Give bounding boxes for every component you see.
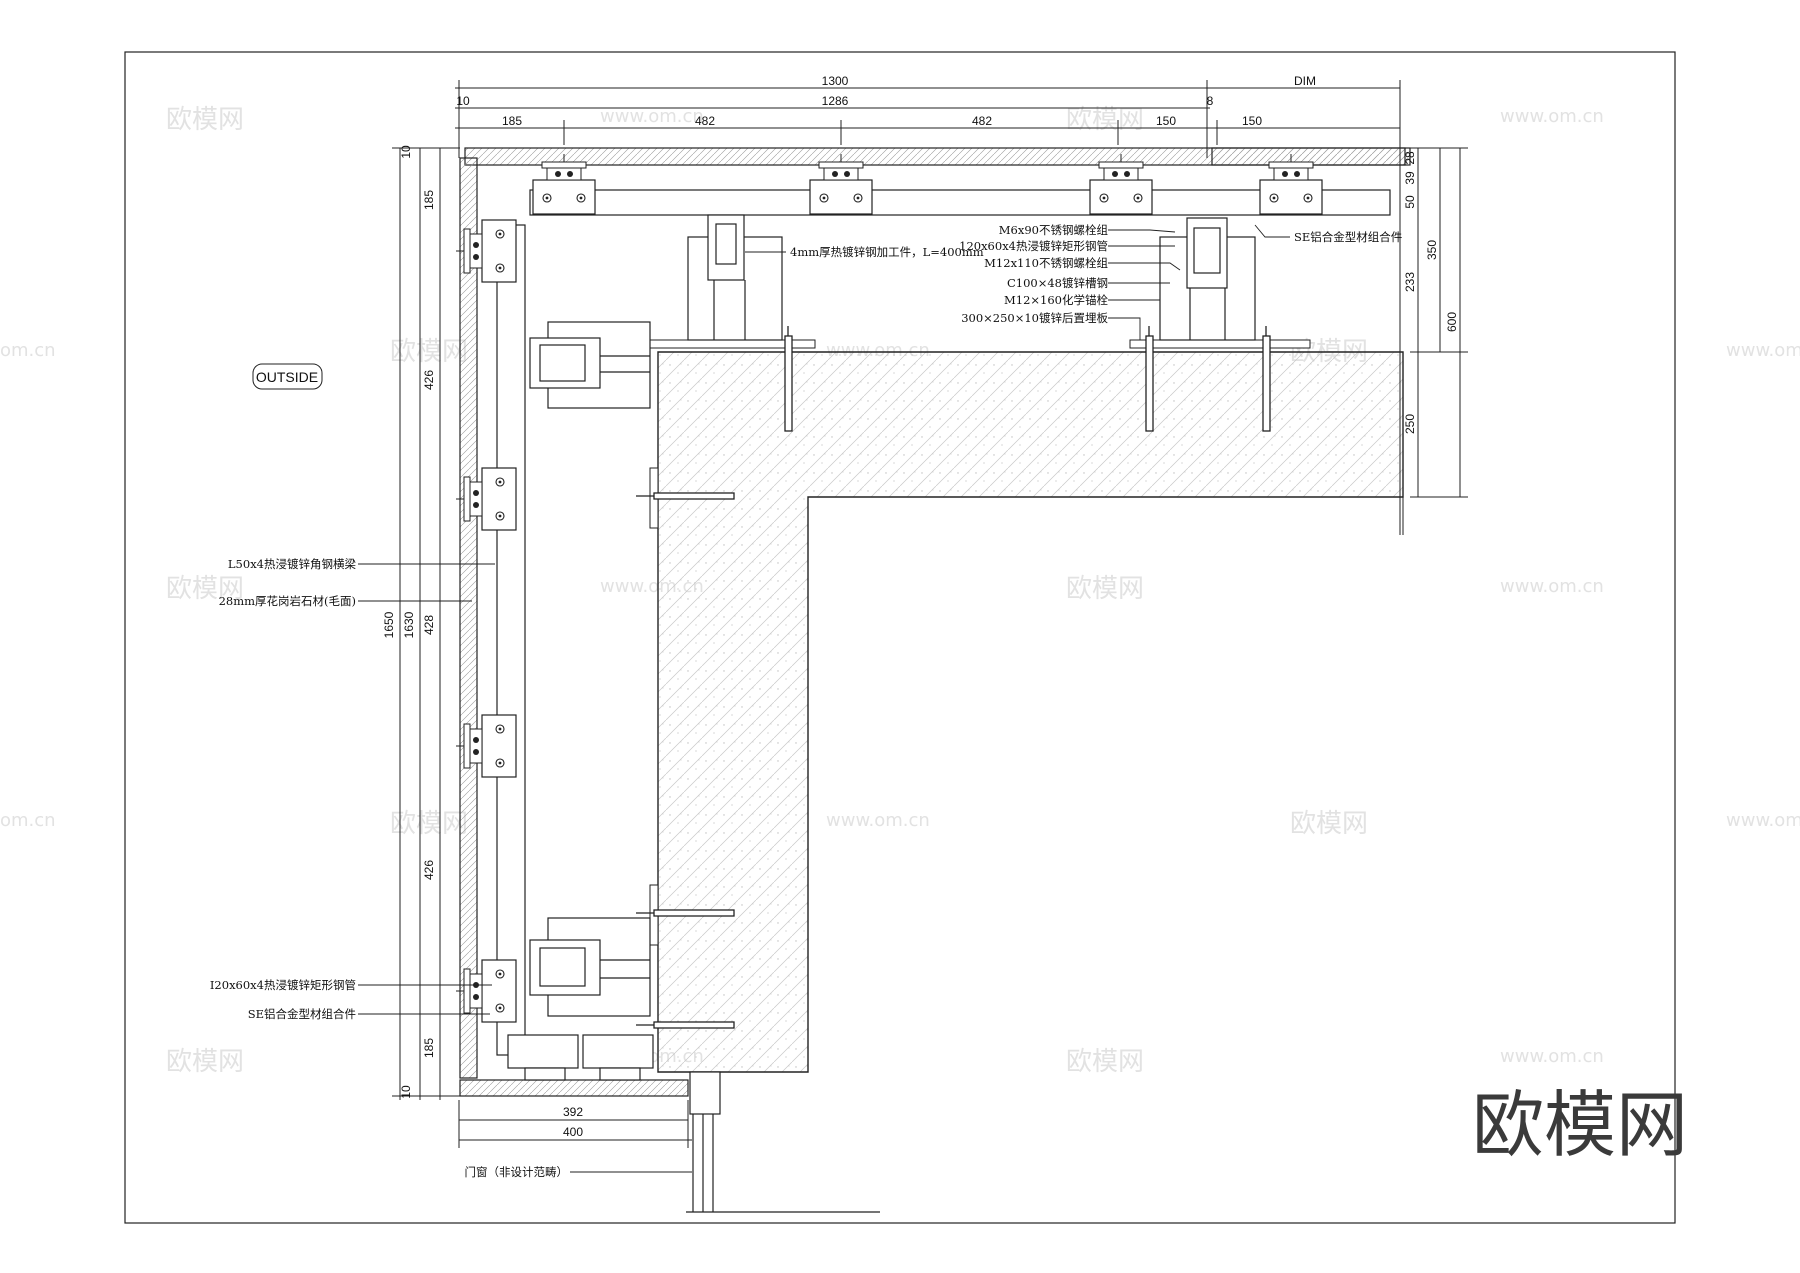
callout-embed-plate: 300×250×10镀锌后置埋板	[961, 311, 1108, 325]
dim-482-a: 482	[695, 114, 715, 128]
dim-dim-label: DIM	[1294, 74, 1316, 88]
dim-426-a: 426	[422, 370, 436, 390]
dim-1630: 1630	[402, 611, 416, 638]
watermark-brand: 欧模网	[1066, 574, 1144, 604]
chemical-anchors	[636, 326, 1271, 1029]
dim-600: 600	[1445, 312, 1459, 332]
concrete-slab	[657, 351, 1404, 1073]
callout-door-window: 门窗（非设计范畴）	[465, 1165, 569, 1179]
callout-plate-4mm: 4mm厚热镀锌钢加工件，L=400mm	[790, 245, 984, 259]
bottom-return-brackets	[507, 1034, 654, 1081]
dim-150-b: 150	[1242, 114, 1262, 128]
callout-m12-bolt: M12x110不锈钢螺栓组	[984, 256, 1108, 270]
dim-185-top: 185	[502, 114, 522, 128]
outside-label-box	[252, 363, 323, 390]
channel-post-right	[1159, 217, 1256, 341]
dim-8: 8	[1207, 94, 1214, 108]
granite-panel-left	[459, 157, 478, 1079]
steel-tube-top	[529, 189, 1391, 216]
callout-tube-left: I20x60x4热浸镀锌矩形钢管	[210, 978, 356, 992]
dim-50: 50	[1403, 195, 1417, 209]
channel-post-left	[687, 214, 783, 341]
watermark-url: www.om.cn	[1726, 810, 1800, 831]
granite-panel-top	[464, 147, 1411, 166]
callout-se-top: SE铝合金型材组合件	[1294, 230, 1402, 244]
dim-150-a: 150	[1156, 114, 1176, 128]
side-connector-lower	[529, 917, 651, 1017]
callout-se-left: SE铝合金型材组合件	[248, 1007, 356, 1021]
watermark-brand: 欧模网	[166, 1047, 244, 1077]
left-dimension-text: 10 10 185 426 1650 1630 428 426 185	[382, 145, 436, 1099]
callout-angle-beam: L50x4热浸镀锌角钢横梁	[228, 557, 357, 571]
callout-tube-top: 120x60x4热浸镀锌矩形钢管	[959, 239, 1108, 253]
side-connector-upper	[529, 321, 651, 409]
dim-1286: 1286	[822, 94, 849, 108]
callout-text: 4mm厚热镀锌钢加工件，L=400mm M6x90不锈钢螺栓组 120x60x4…	[210, 223, 1402, 1179]
bottom-dimension-lines	[458, 1100, 692, 1148]
watermark-brand: 欧模网	[166, 105, 244, 135]
dim-400: 400	[563, 1125, 583, 1139]
callout-m6-bolt: M6x90不锈钢螺栓组	[999, 223, 1109, 237]
watermark-url: www.om.cn	[1726, 340, 1800, 361]
dim-10-left-top: 10	[399, 145, 413, 159]
watermark-brand: 欧模网	[1066, 105, 1144, 135]
dim-250: 250	[1403, 414, 1417, 434]
granite-panel-bottom-return	[459, 1079, 689, 1097]
dim-1300: 1300	[822, 74, 849, 88]
right-dimension-lines	[1410, 147, 1468, 498]
watermark-logo: 欧模网	[1472, 1083, 1688, 1167]
watermark-url: www.om.cn	[1500, 106, 1604, 127]
dim-28: 28	[1403, 151, 1417, 165]
dim-350: 350	[1425, 240, 1439, 260]
watermark-brand: 欧模网	[390, 337, 468, 367]
watermark-domain: om.cn	[0, 340, 56, 361]
watermark-brand: 欧模网	[390, 809, 468, 839]
watermark-url: www.om.cn	[826, 810, 930, 831]
top-dimension-text: 1300 DIM 10 1286 8 185 482 482 150 150	[456, 74, 1316, 128]
watermark-url: www.om.cn	[1500, 1046, 1604, 1067]
left-dimension-lines	[392, 147, 460, 1100]
top-dimension-lines	[455, 80, 1401, 535]
dim-185-left-top: 185	[422, 190, 436, 210]
dim-233: 233	[1403, 272, 1417, 292]
watermark-brand: 欧模网	[1066, 1047, 1144, 1077]
dim-10-left-bottom: 10	[399, 1085, 413, 1099]
outside-label: OUTSIDE	[256, 369, 318, 385]
watermark-domain: om.cn	[0, 810, 56, 831]
steel-tube-left	[496, 224, 526, 1056]
dim-10-top: 10	[456, 94, 470, 108]
bottom-dimension-text: 392 400	[563, 1105, 583, 1139]
door-window-frame	[686, 1071, 880, 1213]
dim-1650: 1650	[382, 611, 396, 638]
dim-185-left-bottom: 185	[422, 1038, 436, 1058]
callout-channel: C100×48镀锌槽钢	[1007, 276, 1108, 290]
sheet-border	[124, 51, 1676, 1224]
watermark-brand: 欧模网	[166, 574, 244, 604]
right-dimension-text: 28 39 50 233 350 600 250	[1403, 151, 1459, 434]
callout-leaders	[358, 224, 1290, 1173]
dim-426-b: 426	[422, 860, 436, 880]
dim-39: 39	[1403, 171, 1417, 185]
watermarks: 欧模网 欧模网 欧模网 欧模网 欧模网 欧模网 欧模网 欧模网 欧模网 欧模网	[166, 105, 1368, 1077]
callout-anchor: M12×160化学锚栓	[1004, 293, 1108, 307]
watermark-brand: 欧模网	[1290, 809, 1368, 839]
watermark-url: www.om.cn	[600, 106, 704, 127]
dim-482-b: 482	[972, 114, 992, 128]
callout-granite: 28mm厚花岗岩石材(毛面)	[219, 594, 356, 608]
embed-plate-top-right	[1129, 339, 1311, 349]
dim-428: 428	[422, 615, 436, 635]
watermark-url: www.om.cn	[1500, 576, 1604, 597]
dim-392: 392	[563, 1105, 583, 1119]
